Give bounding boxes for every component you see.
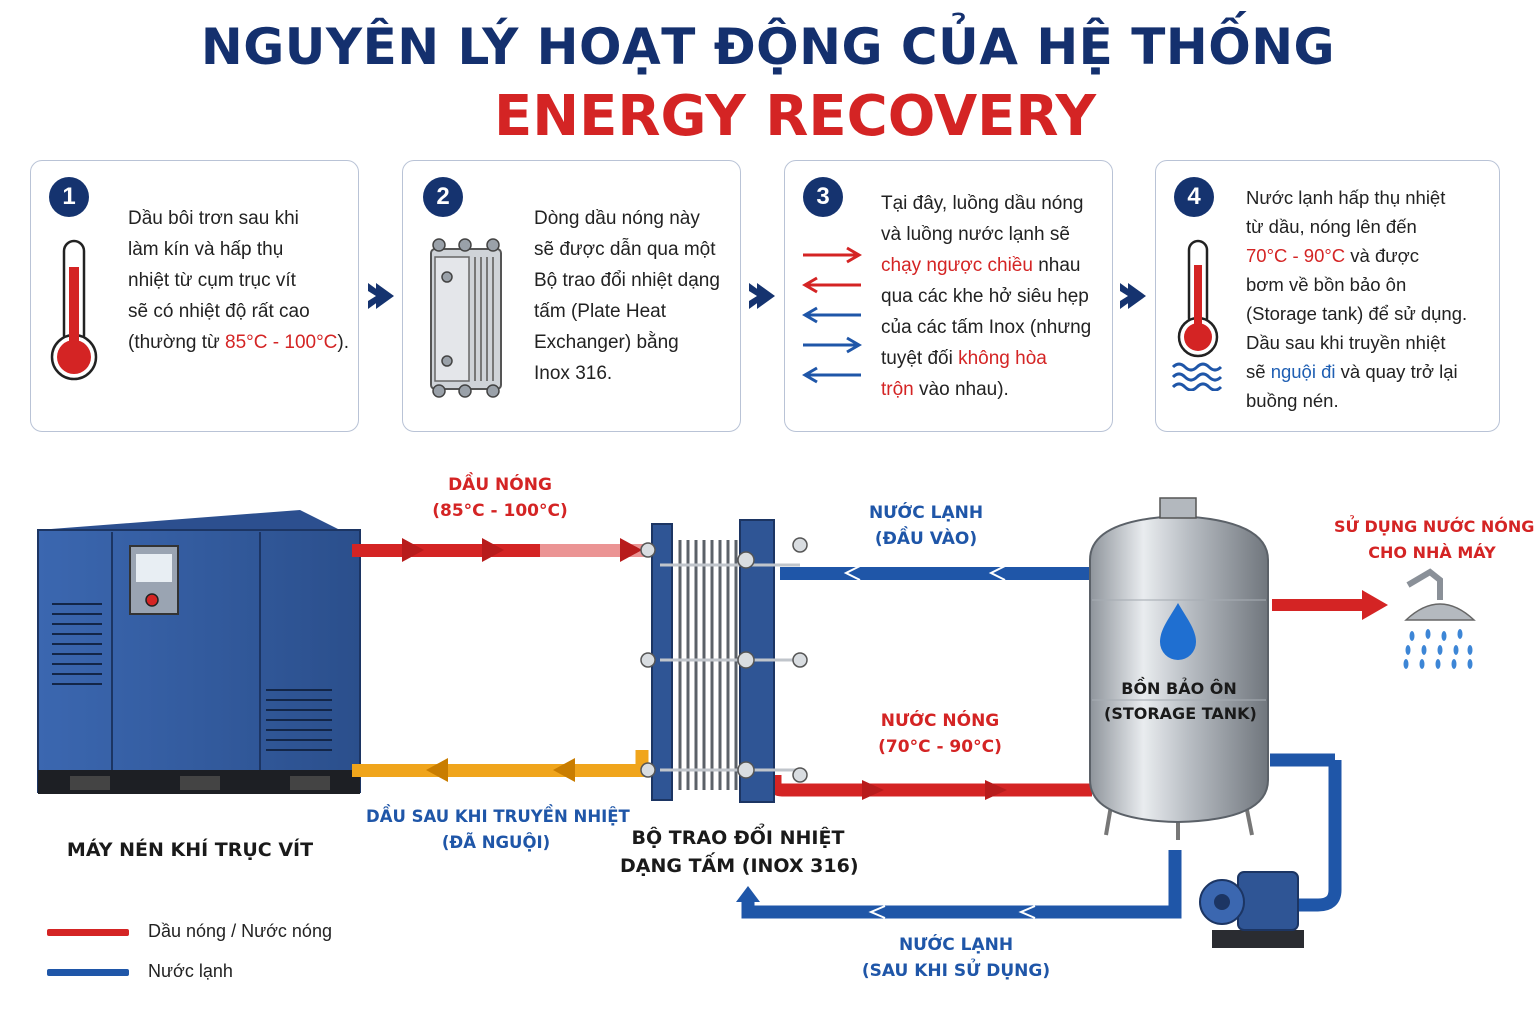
cold-water-in-label: NƯỚC LẠNH(ĐẦU VÀO) [868,503,984,549]
chevron-right-icon [368,283,394,309]
plate-heat-exchanger [640,519,808,803]
step-text-line: sẽ nguội đi và quay trở lại [1246,361,1458,382]
step-card-4: 4 Nước lạnh hấp thụ nhiệt từ dầu, nóng lê… [1155,160,1500,432]
thermometer-icon [1171,239,1223,391]
step-text-line: tuyệt đối không hòa [881,348,1047,369]
step-number-4: 4 [1174,177,1214,217]
step-text-line: sẽ có nhiệt độ rất cao [128,301,310,322]
cooled-oil-label: DẦU SAU KHI TRUYỀN NHIỆT(ĐÃ NGUỘI) [366,807,630,852]
step-text-line: từ dầu, nóng lên đến [1246,216,1417,237]
thermometer-icon [50,239,98,381]
hot-oil-pipe [352,538,648,562]
step-text-line: buồng nén. [1246,390,1339,411]
counter-flow-arrows-icon [802,246,862,384]
step-text-line: của các tấm Inox (nhưng [881,317,1092,338]
chevron-right-icon [1120,283,1146,309]
page-subtitle: ENERGY RECOVERY [493,84,1097,149]
cold-water-return-pipe [736,753,1342,919]
plate-heat-exchanger-icon [430,238,502,398]
legend-hot-swatch [47,929,129,936]
step-text-line: (thường từ 85°C - 100°C). [128,332,350,353]
water-pump [1199,871,1304,948]
shower-head-icon [1403,568,1476,669]
step-text-line: sẽ được dẫn qua một [534,239,716,260]
step-text-line: Bộ trao đổi nhiệt dạng [534,270,720,291]
step-text-2: Dòng dầu nóng này sẽ được dẫn qua một Bộ t… [534,203,720,389]
step-text-line: bơm về bồn bảo ôn [1246,274,1407,295]
storage-tank-label: BỒN BẢO ÔN(STORAGE TANK) [1104,679,1257,723]
step-text-line: tấm (Plate Heat [534,301,666,322]
step-number-2: 2 [423,177,463,217]
step-card-3: 3 Tại đây, luồng dầu nóng và luồng nước l… [784,160,1113,432]
step-text-line: Nước lạnh hấp thụ nhiệt [1246,187,1446,208]
step-text-1: Dầu bôi trơn sau khi làm kín và hấp thụ nh… [128,203,349,358]
step-text-line: qua các khe hở siêu hẹp [881,286,1089,307]
step-text-line: Dòng dầu nóng này [534,208,700,229]
step-text-line: Inox 316. [534,363,613,384]
step-text-line: (Storage tank) để sử dụng. [1246,303,1468,324]
cooled-oil-pipe [352,750,649,782]
cold-water-return-label: NƯỚC LẠNH(SAU KHI SỬ DỤNG) [861,935,1051,981]
step-text-line: làm kín và hấp thụ [128,239,284,260]
step-text-line: Exchanger) bằng [534,332,679,353]
step-text-line: chạy ngược chiều nhau [881,255,1081,276]
hot-water-pipe [768,775,1092,800]
cold-water-in-pipe [780,565,1090,581]
step-text-line: Dầu bôi trơn sau khi [128,208,299,229]
step-text-line: Dầu sau khi truyền nhiệt [1246,332,1446,353]
hot-oil-label: DẦU NÓNG(85°C - 100°C) [432,475,568,521]
step-card-1: 1 Dầu bôi trơn sau khi làm kín và hấp thụ… [30,160,359,432]
hot-water-label: NƯỚC NÓNG(70°C - 90°C) [878,711,1002,757]
step-number-1: 1 [49,177,89,217]
step-text-4: Nước lạnh hấp thụ nhiệt từ dầu, nóng lên … [1246,183,1467,415]
legend-cold-swatch [47,969,129,976]
step-text-line: nhiệt từ cụm trục vít [128,270,296,291]
step-text-line: 70°C - 90°C và được [1246,245,1419,266]
screw-compressor [37,510,361,794]
legend-cold-label: Nước lạnh [148,961,233,981]
compressor-label: MÁY NÉN KHÍ TRỤC VÍT [66,839,314,861]
legend-hot-label: Dầu nóng / Nước nóng [148,921,332,941]
water-drop-icon [1160,603,1196,660]
emergency-stop-icon [145,593,159,607]
chevron-right-icon [749,283,775,309]
step-number-3: 3 [803,177,843,217]
hot-water-out-pipe [1272,590,1388,620]
step-text-line: Tại đây, luồng dầu nóng [881,193,1084,214]
step-text-line: trộn vào nhau). [881,379,1009,400]
storage-tank [1089,497,1269,840]
step-text-3: Tại đây, luồng dầu nóng và luồng nước lạn… [881,188,1091,405]
page-title: NGUYÊN LÝ HOẠT ĐỘNG CỦA HỆ THỐNG [200,18,1336,76]
step-text-line: và luồng nước lạnh sẽ [881,224,1070,245]
water-waves-icon [1171,362,1223,391]
